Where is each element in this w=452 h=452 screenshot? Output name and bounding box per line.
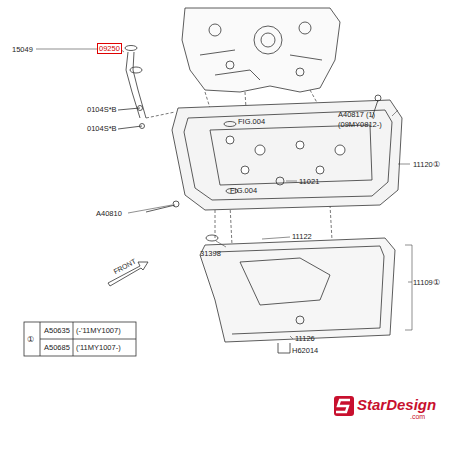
part-number: 0104S*B (87, 124, 117, 133)
part-number: 11126 (295, 334, 315, 343)
applicability-note: ('11MY1007-) (76, 343, 121, 352)
figure-reference: FIG.004 (238, 117, 265, 126)
front-indicator: FRONT (112, 257, 138, 276)
part-number: 11122 (292, 232, 312, 241)
brand-domain: .com (410, 412, 425, 421)
part-number: A50685 (44, 343, 70, 352)
brand-logo: StarDesign (357, 397, 436, 413)
highlighted-part-number: 09250 (97, 43, 122, 54)
part-number: A40817 (1) (338, 110, 375, 119)
figure-reference: FIG.004 (230, 186, 257, 195)
part-number: 15049 (12, 45, 33, 54)
part-number: 31398 (200, 249, 221, 258)
legend-key: ① (27, 335, 34, 344)
part-number: 11120① (413, 160, 440, 169)
part-number: A40810 (96, 209, 122, 218)
part-number: H62014 (292, 346, 318, 355)
part-number: A50635 (44, 326, 70, 335)
part-number: 0104S*B (87, 105, 117, 114)
applicability-note: (-'11MY1007) (76, 326, 121, 335)
part-number: 11109① (413, 278, 440, 287)
part-number: 11021 (299, 177, 319, 186)
applicability-note: (09MY0812-) (338, 120, 382, 129)
